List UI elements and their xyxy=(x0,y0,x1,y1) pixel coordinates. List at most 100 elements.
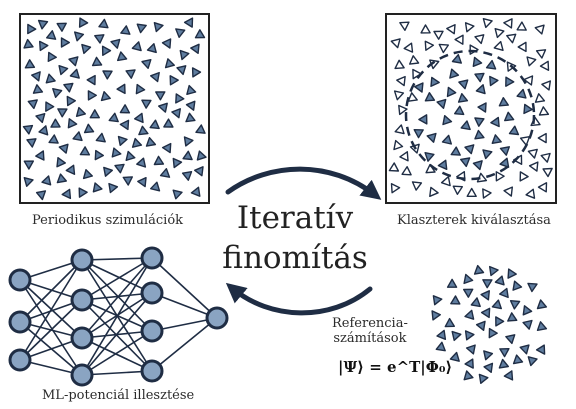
molecule xyxy=(61,188,72,200)
molecule xyxy=(102,70,113,80)
center-title-line2: finomítás xyxy=(222,240,368,276)
molecule xyxy=(73,31,85,42)
molecule xyxy=(495,171,505,182)
molecule xyxy=(464,330,475,341)
center-title-line1: Iteratív xyxy=(236,200,354,236)
molecule xyxy=(418,114,428,125)
molecule xyxy=(420,24,431,34)
molecule xyxy=(172,189,183,200)
molecule xyxy=(38,125,49,136)
molecule xyxy=(196,150,207,161)
molecule xyxy=(79,146,91,156)
network-edge xyxy=(19,279,83,376)
molecule xyxy=(398,104,408,116)
molecule xyxy=(472,160,483,171)
molecule xyxy=(87,90,98,101)
molecule xyxy=(89,109,101,119)
molecule xyxy=(100,90,111,102)
network-edge xyxy=(81,257,153,376)
molecule xyxy=(480,290,490,301)
network-edge xyxy=(81,257,153,261)
molecule xyxy=(508,125,520,136)
molecule xyxy=(538,106,550,116)
molecule xyxy=(505,334,516,345)
molecule xyxy=(539,60,550,72)
molecule xyxy=(169,75,179,86)
molecule xyxy=(78,187,88,198)
molecule xyxy=(458,79,469,90)
molecule xyxy=(446,86,457,98)
molecule xyxy=(424,40,435,51)
network-edge xyxy=(81,330,153,376)
molecule xyxy=(101,45,112,56)
molecule xyxy=(153,155,165,166)
molecule xyxy=(482,188,492,199)
molecule xyxy=(67,118,78,129)
periodic-simulation-panel xyxy=(19,13,210,204)
molecule xyxy=(111,147,122,158)
molecule xyxy=(491,299,502,310)
ml-fitting-label: ML-potenciál illesztése xyxy=(42,388,195,403)
molecule xyxy=(45,101,55,112)
molecule xyxy=(483,362,494,373)
molecule xyxy=(431,310,441,321)
network-neuron xyxy=(8,268,32,292)
molecule xyxy=(83,123,95,134)
molecule xyxy=(56,173,68,184)
molecule xyxy=(117,135,128,147)
molecule xyxy=(499,157,510,168)
molecule xyxy=(505,76,515,87)
network-neuron xyxy=(140,281,164,305)
coupled-cluster-formula: |Ψ⟩ = e^T|Φ₀⟩ xyxy=(338,358,453,376)
molecule xyxy=(37,19,49,30)
network-neuron xyxy=(70,248,94,272)
molecule xyxy=(23,38,34,49)
molecule xyxy=(82,168,94,180)
molecule xyxy=(525,188,536,199)
molecule xyxy=(450,146,461,156)
network-edge xyxy=(19,259,83,323)
molecule xyxy=(125,150,136,162)
molecule xyxy=(426,132,437,143)
molecule xyxy=(394,124,405,135)
molecule xyxy=(523,75,534,86)
network-neuron xyxy=(205,306,229,330)
periodic-molecules xyxy=(22,17,207,201)
molecule xyxy=(94,34,105,44)
molecule xyxy=(186,84,197,96)
molecule xyxy=(454,105,465,116)
network-edge xyxy=(81,257,153,301)
molecule xyxy=(491,134,502,145)
molecule xyxy=(503,186,513,197)
network-edge xyxy=(151,257,218,319)
molecule xyxy=(75,106,87,118)
reference-label-line2: számítások xyxy=(333,331,407,346)
molecule xyxy=(516,88,527,99)
molecule xyxy=(390,38,401,49)
molecule xyxy=(183,136,194,147)
molecule xyxy=(172,157,183,169)
molecule xyxy=(141,59,152,70)
molecule xyxy=(193,166,204,177)
molecule xyxy=(536,299,548,310)
molecule xyxy=(436,329,447,340)
molecule xyxy=(457,92,469,103)
molecule xyxy=(507,268,517,279)
molecule xyxy=(424,91,436,102)
molecule xyxy=(133,112,144,124)
molecule xyxy=(489,75,499,87)
molecule xyxy=(190,43,200,54)
neural-network-nodes xyxy=(8,246,229,387)
molecule xyxy=(483,350,494,361)
molecule xyxy=(95,132,106,143)
network-neuron xyxy=(140,359,164,383)
molecule xyxy=(516,21,527,31)
molecule xyxy=(45,73,56,84)
molecule xyxy=(110,38,121,49)
molecule xyxy=(442,114,453,126)
molecule xyxy=(149,119,160,130)
molecule xyxy=(48,134,59,144)
network-neuron xyxy=(70,363,94,387)
molecule xyxy=(60,37,71,48)
